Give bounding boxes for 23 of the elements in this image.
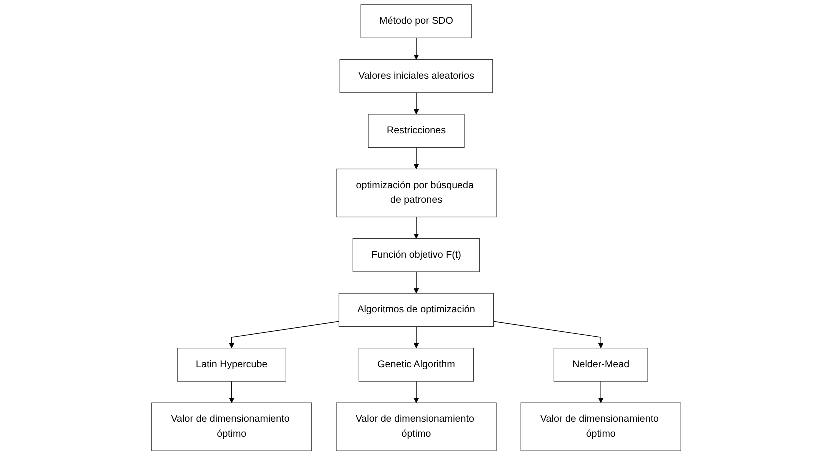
node-box: Nelder-Mead bbox=[554, 348, 648, 382]
arrow bbox=[414, 92, 420, 115]
arrow bbox=[414, 381, 420, 404]
node-box: optimización por búsqueda de patrones bbox=[336, 168, 497, 218]
node-box: Función objetivo F(t) bbox=[352, 238, 480, 272]
node-box: Restricciones bbox=[368, 114, 465, 148]
arrow bbox=[229, 381, 235, 404]
arrow bbox=[493, 321, 604, 349]
node-box: Algoritmos de optimización bbox=[338, 293, 494, 328]
node-box: Método por SDO bbox=[360, 4, 472, 38]
arrow bbox=[598, 381, 604, 404]
arrow bbox=[229, 321, 340, 349]
arrow bbox=[414, 272, 420, 294]
node-box: Valores iniciales aleatorios bbox=[340, 59, 494, 94]
node-box: Valor de dimensionamiento óptimo bbox=[336, 402, 497, 452]
arrow bbox=[414, 326, 420, 349]
arrow bbox=[414, 147, 420, 170]
node-box: Valor de dimensionamiento óptimo bbox=[152, 402, 312, 452]
node-box: Genetic Algorithm bbox=[358, 348, 474, 382]
arrow bbox=[414, 38, 420, 60]
arrow bbox=[414, 216, 420, 240]
node-box: Latin Hypercube bbox=[177, 348, 286, 382]
node-box: Valor de dimensionamiento óptimo bbox=[520, 402, 682, 452]
